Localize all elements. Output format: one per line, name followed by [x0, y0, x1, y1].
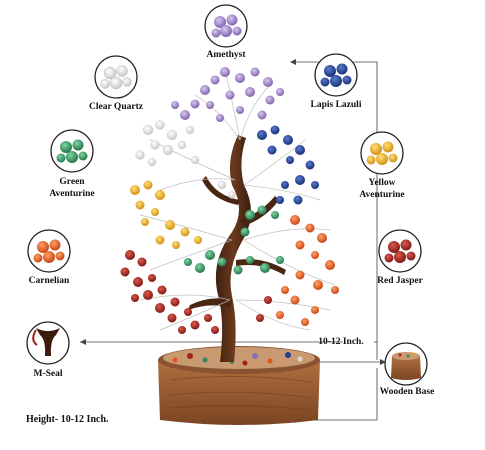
stone-swatches: [26, 4, 428, 386]
height-note: Height- 10-12 Inch.: [26, 414, 109, 425]
canopy-clear-quartz: [135, 120, 236, 199]
label-yellow-line1: Yellow: [368, 178, 396, 188]
swatch-clear-quartz: [94, 55, 138, 99]
swatch-yellow-aventurine: [360, 131, 404, 175]
canopy-amethyst: [171, 67, 284, 122]
swatch-wooden-base: [384, 342, 428, 386]
label-green-aventurine: Green Aventurine: [37, 176, 107, 200]
canopy-carnelian: [276, 215, 339, 326]
tree-trunk: [188, 135, 286, 362]
label-yellow-line2: Aventurine: [359, 190, 405, 200]
label-carnelian: Carnelian: [28, 276, 70, 286]
dimension-label: 10-12 Inch.: [318, 337, 364, 347]
label-green-line2: Aventurine: [49, 189, 95, 199]
canopy-lapis-lazuli: [257, 125, 319, 205]
swatch-green-aventurine: [50, 129, 94, 173]
label-lapis-lazuli: Lapis Lazuli: [310, 100, 362, 110]
canopy-yellow-aventurine: [130, 180, 202, 249]
canopy-red-jasper: [120, 250, 272, 334]
swatch-amethyst: [204, 4, 248, 48]
label-yellow-aventurine: Yellow Aventurine: [347, 177, 417, 201]
label-green-line1: Green: [59, 177, 85, 187]
canopy-green-aventurine: [184, 205, 284, 275]
label-m-seal: M-Seal: [33, 369, 63, 379]
swatch-red-jasper: [378, 229, 422, 273]
label-clear-quartz: Clear Quartz: [89, 102, 143, 112]
label-wooden-base: Wooden Base: [379, 387, 435, 397]
label-red-jasper: Red Jasper: [377, 276, 423, 286]
label-amethyst: Amethyst: [206, 50, 246, 60]
swatch-m-seal: [26, 321, 70, 365]
silver-wires: [139, 69, 336, 331]
wooden-base-block: [158, 346, 320, 425]
swatch-lapis-lazuli: [314, 53, 358, 97]
swatch-carnelian: [27, 229, 71, 273]
